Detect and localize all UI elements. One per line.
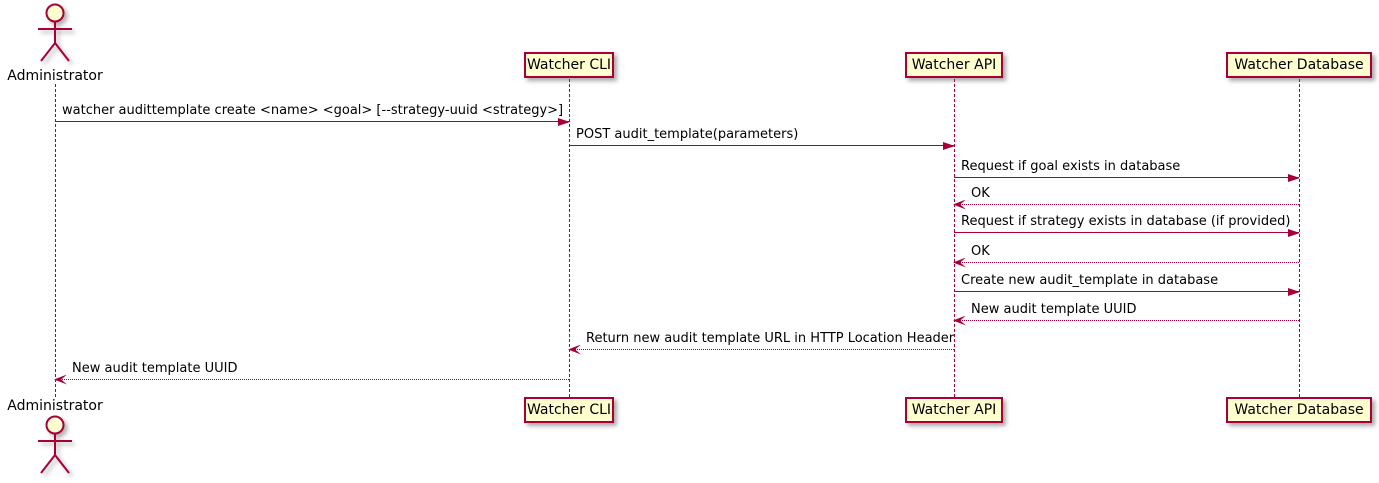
participant-watcher-cli-bottom: Watcher CLI — [524, 397, 614, 423]
message-9: Return new audit template URL in HTTP Lo… — [569, 329, 954, 350]
participant-watcher-api-top: Watcher API — [905, 52, 1003, 78]
message-5-label: Request if strategy exists in database (… — [961, 214, 1291, 229]
message-4-label: OK — [971, 186, 990, 201]
message-3-label: Request if goal exists in database — [961, 159, 1181, 174]
message-7-label: Create new audit_template in database — [961, 273, 1219, 288]
lifeline-watcher-cli — [569, 79, 570, 397]
message-1: watcher audittemplate create <name> <goa… — [55, 101, 570, 126]
message-8: New audit template UUID — [954, 300, 1299, 321]
actor-icon — [38, 3, 72, 62]
message-6: OK — [954, 242, 1299, 263]
message-5: Request if strategy exists in database (… — [954, 212, 1300, 237]
actor-icon-bottom — [38, 415, 72, 474]
lifeline-administrator — [55, 84, 56, 397]
lifeline-watcher-api — [954, 79, 955, 397]
message-2: POST audit_template(parameters) — [569, 125, 955, 150]
message-9-label: Return new audit template URL in HTTP Lo… — [586, 331, 955, 346]
message-8-label: New audit template UUID — [971, 302, 1137, 317]
message-10-label: New audit template UUID — [72, 361, 238, 376]
actor-label-top: Administrator — [7, 68, 103, 84]
actor-label-bottom: Administrator — [7, 398, 103, 414]
participant-watcher-api-bottom: Watcher API — [905, 397, 1003, 423]
message-6-label: OK — [971, 244, 990, 259]
message-2-label: POST audit_template(parameters) — [576, 127, 799, 142]
message-7: Create new audit_template in database — [954, 271, 1300, 296]
participant-watcher-database-bottom: Watcher Database — [1226, 397, 1372, 423]
participant-watcher-cli-top: Watcher CLI — [524, 52, 614, 78]
message-4: OK — [954, 184, 1299, 205]
message-3: Request if goal exists in database — [954, 157, 1300, 182]
message-10: New audit template UUID — [55, 359, 569, 380]
message-1-label: watcher audittemplate create <name> <goa… — [62, 103, 564, 118]
participant-watcher-database-top: Watcher Database — [1226, 52, 1372, 78]
lifeline-watcher-database — [1299, 79, 1300, 397]
